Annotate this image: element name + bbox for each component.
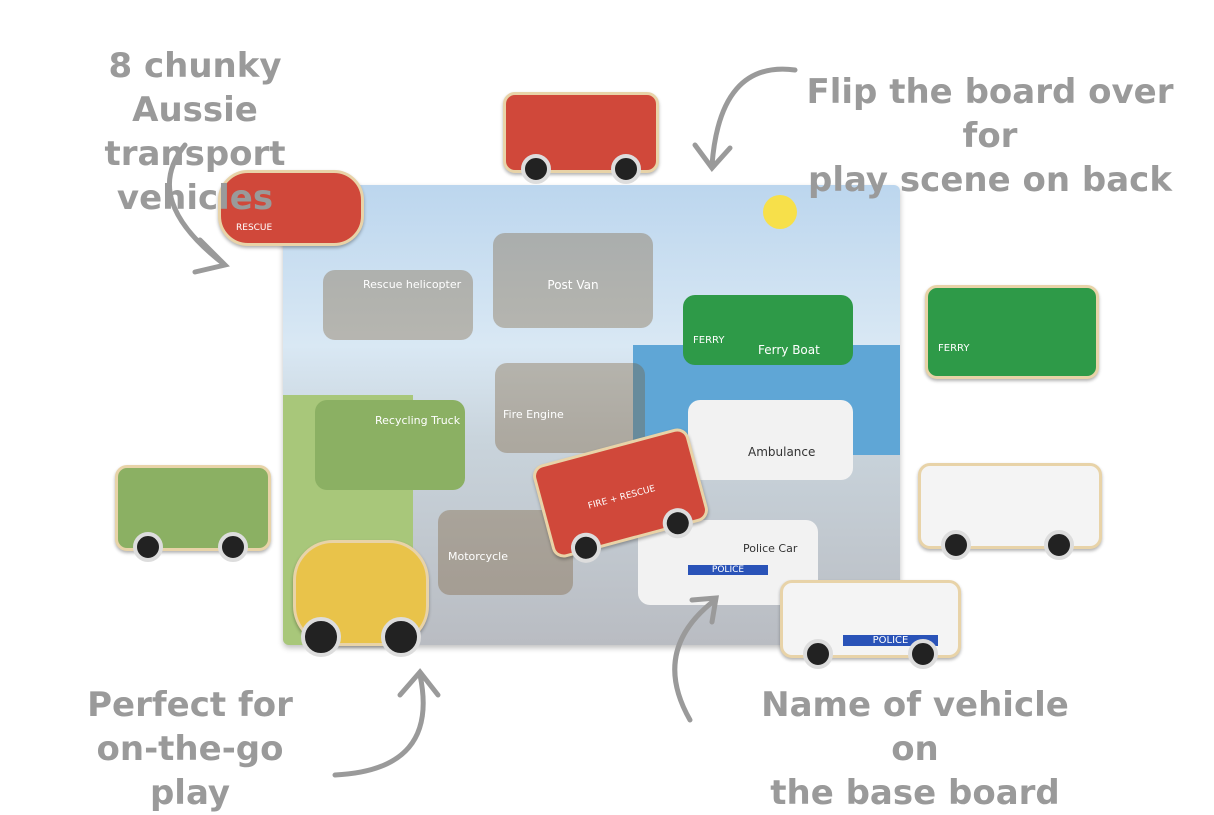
sun <box>763 195 797 229</box>
slot-label: Rescue helicopter <box>363 278 462 291</box>
slot-label: Ferry Boat <box>758 343 820 357</box>
slot-fire-engine: Fire Engine <box>495 363 645 453</box>
slot-post-van: Post Van <box>493 233 653 328</box>
caption-line: on-the-go play <box>96 729 284 813</box>
caption-line: Name of vehicle on <box>761 685 1069 769</box>
wheel <box>218 532 248 562</box>
wheel <box>611 154 641 184</box>
slot-ambulance: Ambulance <box>688 400 853 480</box>
slot-label: Motorcycle <box>448 550 508 563</box>
piece-post-van[interactable] <box>503 92 659 184</box>
caption-line: transport vehicles <box>104 134 286 218</box>
caption-line: play scene on back <box>808 160 1172 200</box>
wheel <box>381 617 421 657</box>
caption-line: Perfect for <box>87 685 293 725</box>
slot-label: Police Car <box>743 542 798 555</box>
arrow-icon <box>332 668 441 778</box>
caption-line: Flip the board over for <box>806 72 1174 156</box>
wheel <box>908 639 938 669</box>
caption-line: the base board <box>770 773 1060 813</box>
slot-label: Ambulance <box>748 445 816 459</box>
slot-label: Fire Engine <box>503 408 564 421</box>
piece-police-car[interactable]: POLICE <box>780 580 961 669</box>
wheel <box>1044 530 1074 560</box>
piece-label: POLICE <box>843 635 938 646</box>
piece-label: FERRY <box>938 343 970 354</box>
wheel <box>301 617 341 657</box>
slot-label: POLICE <box>688 565 768 575</box>
slot-ferry: FERRY Ferry Boat <box>683 295 853 365</box>
slot-label: Post Van <box>547 278 599 292</box>
arrow-icon <box>692 66 798 172</box>
wheel <box>803 639 833 669</box>
piece-label: RESCUE <box>236 223 273 233</box>
piece-recycling-truck[interactable] <box>115 465 271 562</box>
slot-label: Recycling Truck <box>375 414 461 427</box>
slot-helicopter: Rescue helicopter <box>323 270 473 340</box>
piece-motorcycle[interactable] <box>293 540 429 657</box>
slot-recycling-truck: Recycling Truck <box>315 400 465 490</box>
piece-helicopter[interactable]: RESCUE <box>218 170 364 246</box>
wheel <box>521 154 551 184</box>
wheel <box>133 532 163 562</box>
piece-ferry[interactable]: FERRY <box>925 285 1099 379</box>
slot-label: FERRY <box>693 335 725 346</box>
caption-line: 8 chunky Aussie <box>108 46 282 130</box>
wheel <box>941 530 971 560</box>
piece-ambulance[interactable] <box>918 463 1102 560</box>
